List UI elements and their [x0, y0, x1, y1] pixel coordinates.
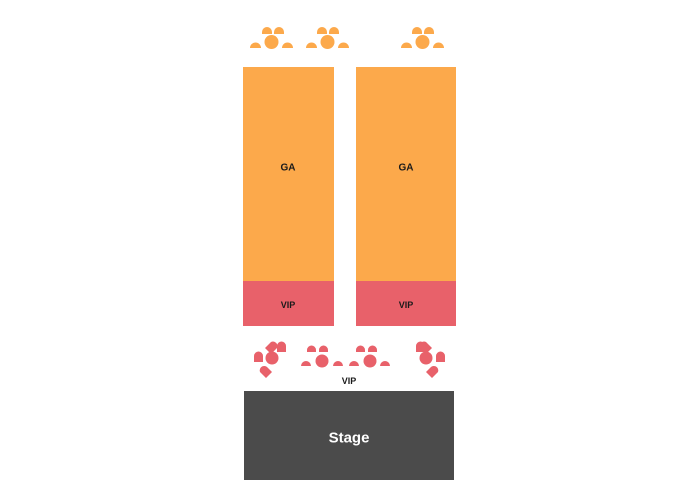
vip-seat [259, 365, 272, 378]
ga-seat [433, 42, 444, 48]
ga-seat [282, 42, 293, 48]
vip-table-group-1[interactable] [254, 341, 286, 378]
ga-table [415, 35, 430, 49]
ga-table-group-2[interactable] [306, 27, 349, 49]
ga-seat [338, 42, 349, 48]
vip-seat [254, 351, 263, 362]
vip-seat [277, 341, 286, 352]
stage [244, 391, 454, 480]
ga-seat [412, 27, 422, 34]
vip-seat [319, 345, 328, 352]
vip-section-right[interactable] [356, 281, 456, 326]
ga-seat [262, 27, 272, 34]
vip-table-group-3[interactable] [349, 345, 390, 368]
ga-seat [424, 27, 434, 34]
ga-table-group-3[interactable] [401, 27, 444, 49]
vip-table [315, 354, 329, 368]
vip-seat [349, 361, 359, 366]
vip-table [419, 351, 433, 365]
vip-seat [368, 345, 377, 352]
vip-seat [419, 341, 432, 354]
vip-seat [426, 365, 439, 378]
vip-seat [356, 345, 365, 352]
vip-seat [307, 345, 316, 352]
vip-seat [436, 351, 445, 362]
ga-table-group-1[interactable] [250, 27, 293, 49]
ga-seat [250, 42, 261, 48]
ga-table [320, 35, 335, 49]
vip-seat [380, 361, 390, 366]
vip-seat [301, 361, 311, 366]
vip-section-left[interactable] [243, 281, 334, 326]
vip-table [363, 354, 377, 368]
ga-table [264, 35, 279, 49]
ga-section-left[interactable] [243, 67, 334, 281]
ga-seat [317, 27, 327, 34]
vip-table-group-2[interactable] [301, 345, 343, 368]
ga-seat [401, 42, 412, 48]
vip-table-group-4[interactable] [416, 341, 445, 378]
vip-table [265, 351, 279, 365]
ga-section-right[interactable] [356, 67, 456, 281]
vip-seat [333, 361, 343, 366]
ga-seat [306, 42, 317, 48]
vip-seat [265, 341, 278, 354]
ga-seat [329, 27, 339, 34]
ga-seat [274, 27, 284, 34]
